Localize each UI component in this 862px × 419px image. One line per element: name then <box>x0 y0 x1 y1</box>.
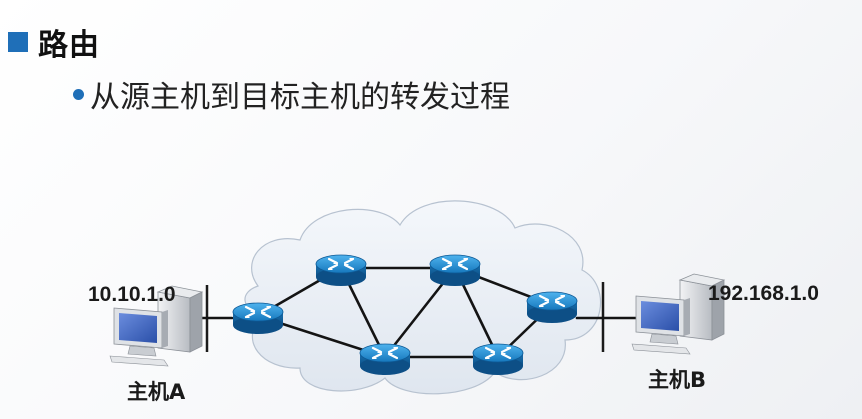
router-icon <box>525 290 579 325</box>
bullet-dot <box>73 88 84 100</box>
slide-heading: 路由 <box>8 20 100 64</box>
heading-square-bullet <box>8 32 28 52</box>
heading-title: 路由 <box>38 28 100 63</box>
host-a-label: 主机A <box>127 380 186 404</box>
network-a-label: 10.10.1.0 <box>88 283 176 306</box>
router-icon <box>314 253 368 288</box>
router-icon <box>428 253 482 288</box>
bullet-item: 从源主机到目标主机的转发过程 <box>73 72 510 116</box>
router-icon <box>231 301 285 336</box>
router-icon <box>358 342 412 377</box>
host-b-label: 主机B <box>648 368 706 392</box>
router-icon <box>471 342 525 377</box>
network-b-label: 192.168.1.0 <box>708 282 819 305</box>
bullet-text: 从源主机到目标主机的转发过程 <box>90 80 510 115</box>
